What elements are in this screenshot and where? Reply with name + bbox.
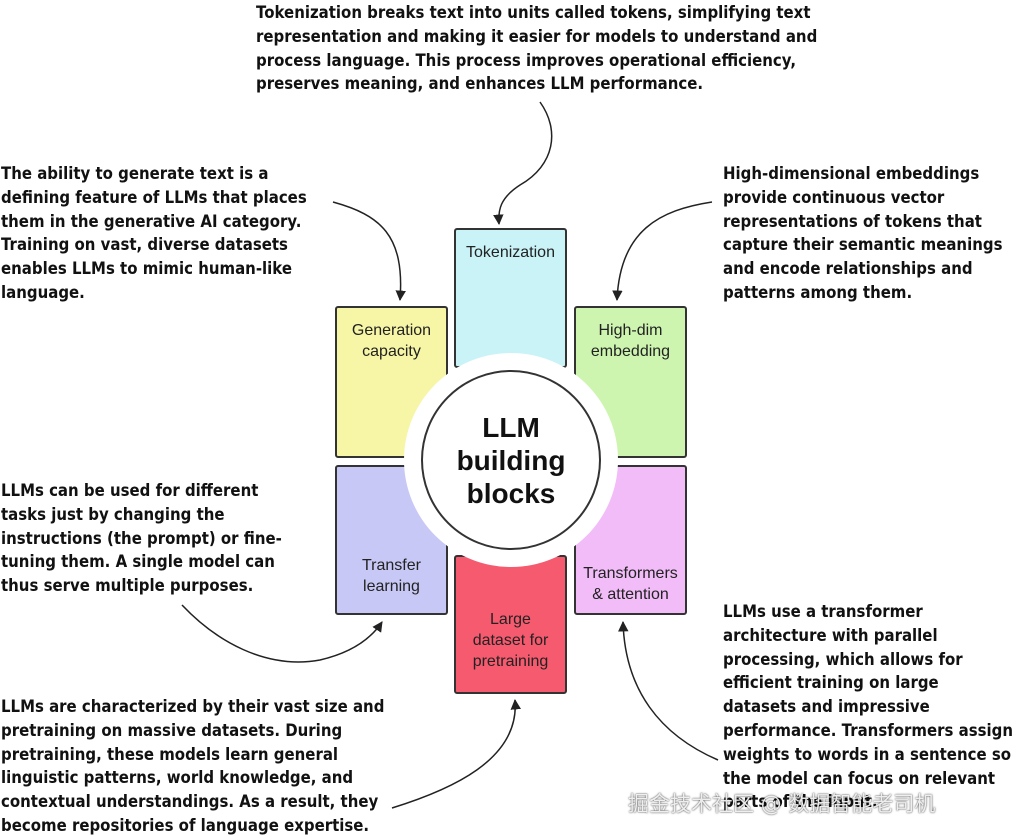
arrow-generation-capacity — [332, 201, 406, 302]
block-tokenization-label: Tokenization — [466, 244, 555, 261]
arrow-large-dataset — [391, 698, 522, 809]
center-title: LLM building blocks — [456, 411, 566, 509]
arrow-high-dim-embedding — [612, 201, 713, 302]
arrow-transfer-learning — [181, 604, 383, 663]
annotation-high-dim-embedding: High-dimensional embeddings provide cont… — [723, 164, 1003, 303]
annotation-large-dataset: LLMs are characterized by their vast siz… — [1, 697, 385, 836]
annotation-generation-capacity: The ability to generate text is a defini… — [1, 164, 307, 303]
annotation-transformers-attention: LLMs use a transformer architecture with… — [723, 602, 1013, 813]
block-tokenization: Tokenization — [454, 228, 567, 368]
block-transformers-label-line1: Transformers — [583, 565, 678, 582]
annotation-tokenization: Tokenization breaks text into units call… — [256, 3, 818, 95]
block-transfer-label-line2: learning — [363, 578, 420, 595]
block-generation-label-line2: capacity — [362, 343, 421, 360]
watermark: 掘金技术社区 @ 数据智能老司机 — [628, 792, 936, 816]
block-highdim-label-line1: High-dim — [598, 322, 663, 339]
block-dataset-label-line3: pretraining — [472, 653, 549, 670]
block-dataset-label-line1: Large — [490, 611, 531, 628]
center-circle: LLM building blocks — [421, 370, 601, 550]
block-transfer-label-line1: Transfer — [362, 557, 421, 574]
annotation-transfer-learning: LLMs can be used for different tasks jus… — [1, 481, 282, 597]
block-transformers-label-line2: & attention — [592, 586, 669, 603]
block-highdim-label-line2: embedding — [590, 343, 671, 360]
block-dataset-label-line2: dataset for — [472, 632, 549, 649]
block-generation-label-line1: Generation — [351, 322, 432, 339]
block-large-dataset: Large dataset for pretraining — [454, 555, 567, 694]
arrow-transformers-attention — [618, 620, 719, 761]
arrow-tokenization — [493, 101, 553, 226]
